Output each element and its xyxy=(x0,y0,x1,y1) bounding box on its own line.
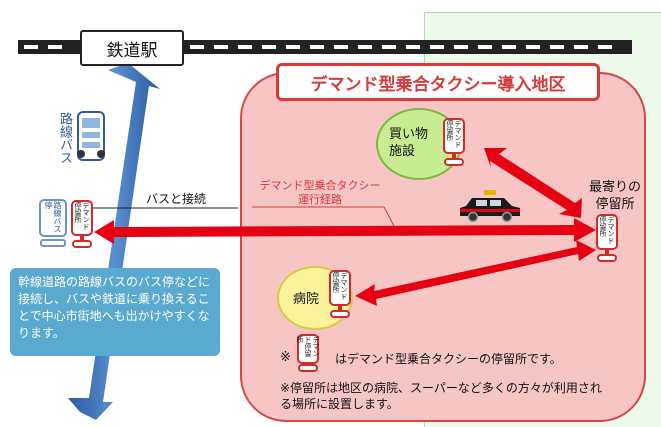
legend-text: はデマンド型乗合タクシーの停留所です。 xyxy=(335,352,562,366)
bus-connection-label: バスと接続 xyxy=(146,192,207,206)
bus-stop-base xyxy=(40,239,66,247)
bus-icon xyxy=(77,111,105,161)
shopping-label-line1: 買い物 xyxy=(389,127,429,142)
info-box: 幹線道路の路線バスのバス停などに接続し、バスや鉄道に乗り換えることで中心市街地へ… xyxy=(10,268,220,356)
shopping-stop-base xyxy=(444,158,464,166)
bus-label: 路線バス xyxy=(57,112,72,164)
bus-connection-stop-pole xyxy=(80,236,84,242)
route-label-line2: 運行経路 xyxy=(298,193,342,206)
hospital-stop-sign: デマンド停留所 xyxy=(329,270,351,306)
placement-note: ※停留所は地区の病院、スーパーなど多くの方々が利用される場所に設置します。 xyxy=(280,381,602,411)
hospital-stop-base xyxy=(330,310,350,318)
nearest-stop-label: 最寄りの 停留所 xyxy=(572,179,658,213)
bus-connection-stop-base xyxy=(72,240,92,248)
legend-prefix: ※ xyxy=(280,350,291,365)
route-label: デマンド型乗合タクシー 運行経路 xyxy=(246,179,394,207)
legend-stop-base xyxy=(298,364,318,372)
legend-stop-sign: デマンド停留所 xyxy=(296,334,320,364)
hospital-label: 病院 xyxy=(293,292,320,307)
shopping-facility-label: 買い物 施設 xyxy=(389,126,428,160)
nearest-stop-pole xyxy=(605,250,609,256)
bus-connection-stop-sign: デマンド停留所 xyxy=(71,200,93,236)
hospital-stop-pole xyxy=(338,306,342,312)
railway-station-label: 鉄道駅 xyxy=(80,30,184,66)
nearest-label-line1: 最寄りの xyxy=(588,180,641,195)
area-title: デマンド型乗合タクシー導入地区 xyxy=(276,63,600,101)
taxi-icon xyxy=(460,190,520,222)
nearest-stop-sign: デマンド停留所 xyxy=(596,214,618,250)
shopping-label-line2: 施設 xyxy=(389,144,416,159)
bus-stop-sign: 路線バス停 xyxy=(39,199,67,237)
nearest-stop-base xyxy=(597,254,617,262)
shopping-stop-sign: デマンド停留所 xyxy=(443,118,465,154)
trunk-road-label: 幹線道路 xyxy=(108,138,122,186)
route-label-line1: デマンド型乗合タクシー xyxy=(259,179,381,192)
nearest-label-line2: 停留所 xyxy=(595,197,635,212)
shopping-stop-pole xyxy=(452,154,456,160)
